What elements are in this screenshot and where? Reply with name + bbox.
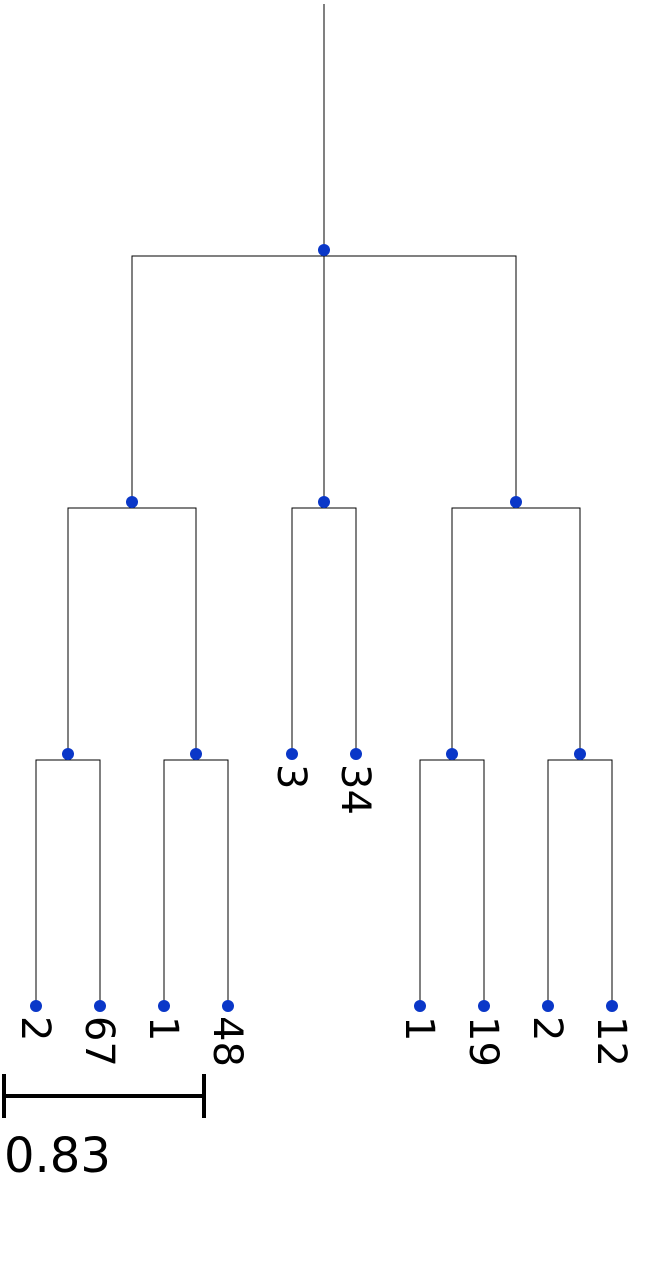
clade-c1-split [419,759,485,1006]
leaf-label: 1 [396,1016,442,1041]
clade-a1-split [35,759,101,1006]
leaf-node [286,748,298,760]
node-root [318,244,330,256]
leaf-node [222,1000,234,1012]
node-clade-c1 [446,748,458,760]
node-clade-c2 [574,748,586,760]
clade-c-split [451,507,581,754]
leaf-node [158,1000,170,1012]
scale-bar-label: 0.83 [4,1128,111,1184]
clade-c2-split [547,759,613,1006]
leaf-label: 67 [76,1016,122,1067]
leaf-label: 19 [460,1016,506,1067]
clade-a-split [67,507,197,754]
leaf-node [30,1000,42,1012]
clade-b-split [291,507,357,754]
scale-bar: 0.83 [2,1074,206,1184]
node-clade-b [318,496,330,508]
node-clade-a [126,496,138,508]
node-clade-c [510,496,522,508]
leaf-node [94,1000,106,1012]
leaf-node [606,1000,618,1012]
leaf-node [350,748,362,760]
leaf-label: 48 [204,1016,250,1067]
leaf-node [542,1000,554,1012]
leaf-label: 1 [140,1016,186,1041]
leaf-label: 34 [332,764,378,815]
node-clade-a1 [62,748,74,760]
clade-a2-split [163,759,229,1006]
leaf-label: 3 [268,764,314,789]
leaf-node [478,1000,490,1012]
node-clade-a2 [190,748,202,760]
leaf-label: 2 [524,1016,570,1041]
leaf-label: 12 [588,1016,634,1067]
leaf-label: 2 [12,1016,58,1041]
leaf-node [414,1000,426,1012]
